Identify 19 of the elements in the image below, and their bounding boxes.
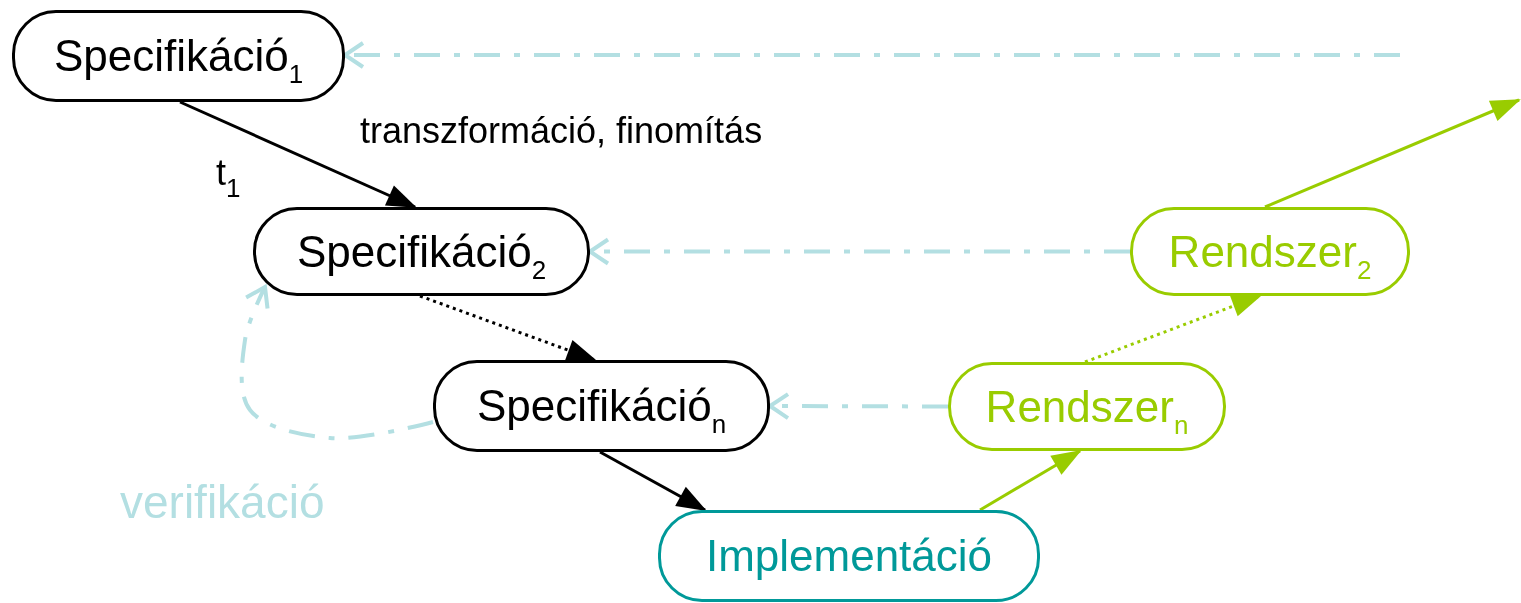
arrow bbox=[768, 392, 948, 421]
node-label: Implementáció bbox=[705, 531, 993, 581]
arrow bbox=[1084, 294, 1262, 364]
node-label: Rendszer$_{2}$ bbox=[1168, 226, 1372, 277]
arrow bbox=[979, 449, 1082, 512]
annotation: transzformáció, finomítás bbox=[360, 110, 763, 152]
annotation: verifikáció bbox=[120, 475, 325, 529]
arrow bbox=[179, 100, 417, 209]
arrow bbox=[588, 237, 1130, 266]
rounded-box bbox=[253, 207, 590, 296]
arrow bbox=[343, 41, 1400, 69]
arrow bbox=[239, 285, 434, 441]
arrow bbox=[599, 450, 707, 512]
node-label: Rendszer$_{n}$ bbox=[985, 381, 1189, 432]
node-label: Specifikáció$_{1}$ bbox=[53, 31, 304, 81]
arrow bbox=[419, 294, 597, 362]
node-label: Specifikáció$_{n}$ bbox=[476, 381, 727, 431]
arrow bbox=[1264, 98, 1521, 209]
node-label: Specifikáció$_{2}$ bbox=[296, 226, 547, 277]
